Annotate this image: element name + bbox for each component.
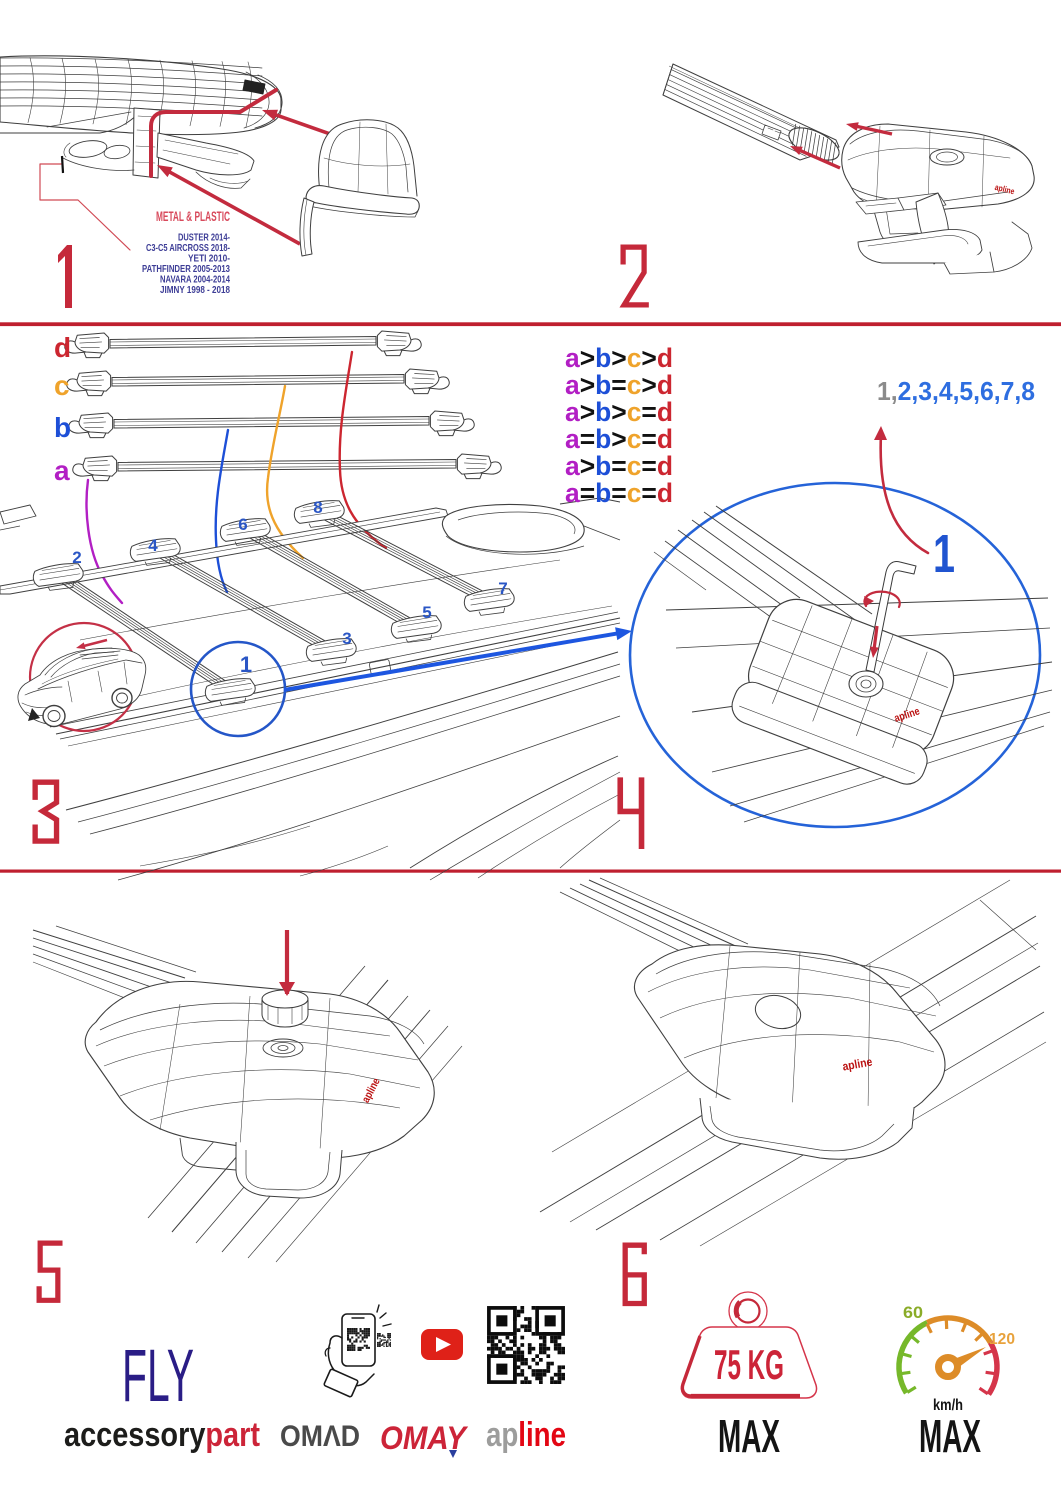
svg-text:NAVARA 2004-2014: NAVARA 2004-2014 bbox=[160, 274, 230, 286]
svg-text:PATHFINDER 2005-2013: PATHFINDER 2005-2013 bbox=[142, 263, 230, 275]
svg-text:4: 4 bbox=[148, 536, 158, 555]
svg-text:apline: apline bbox=[486, 1416, 566, 1454]
svg-text:60: 60 bbox=[903, 1303, 923, 1322]
svg-text:a: a bbox=[54, 455, 70, 486]
svg-text:JIMNY 1998 - 2018: JIMNY 1998 - 2018 bbox=[160, 284, 230, 296]
svg-text:accessorypart: accessorypart bbox=[64, 1416, 260, 1454]
svg-text:DUSTER 2014-: DUSTER 2014- bbox=[178, 232, 230, 244]
svg-text:2: 2 bbox=[72, 548, 81, 567]
svg-text:a>b=c>d: a>b=c>d bbox=[565, 370, 673, 400]
svg-text:MAX: MAX bbox=[718, 1410, 780, 1462]
svg-text:a>b>c=d: a>b>c=d bbox=[565, 397, 673, 427]
svg-text:a>b=c=d: a>b=c=d bbox=[565, 451, 673, 481]
svg-text:3: 3 bbox=[342, 629, 351, 648]
svg-text:1: 1 bbox=[240, 652, 252, 677]
svg-text:75 KG: 75 KG bbox=[714, 1341, 784, 1388]
svg-text:YETI 2010-: YETI 2010- bbox=[188, 253, 230, 265]
svg-text:7: 7 bbox=[498, 579, 507, 598]
svg-text:km/h: km/h bbox=[933, 1397, 963, 1414]
svg-text:apline: apline bbox=[841, 1055, 873, 1074]
svg-text:b: b bbox=[54, 412, 71, 443]
svg-text:5: 5 bbox=[422, 603, 431, 622]
svg-text:OMΛD: OMΛD bbox=[280, 1420, 360, 1453]
svg-text:FLY: FLY bbox=[122, 1334, 194, 1417]
svg-text:6: 6 bbox=[238, 515, 247, 534]
svg-text:120: 120 bbox=[989, 1331, 1015, 1348]
svg-text:8: 8 bbox=[313, 498, 322, 517]
svg-text:1: 1 bbox=[933, 524, 955, 584]
svg-text:c: c bbox=[54, 370, 70, 401]
svg-text:d: d bbox=[54, 332, 71, 363]
svg-text:METAL & PLASTIC: METAL & PLASTIC bbox=[156, 209, 230, 224]
svg-text:apline: apline bbox=[994, 182, 1016, 197]
svg-text:C3-C5 AIRCROSS 2018-: C3-C5 AIRCROSS 2018- bbox=[146, 242, 230, 254]
svg-text:a=b=c=d: a=b=c=d bbox=[565, 478, 673, 508]
svg-text:1,2,3,4,5,6,7,8: 1,2,3,4,5,6,7,8 bbox=[877, 376, 1035, 406]
svg-text:MAX: MAX bbox=[919, 1410, 981, 1462]
svg-text:a=b>c=d: a=b>c=d bbox=[565, 424, 673, 454]
svg-text:a>b>c>d: a>b>c>d bbox=[565, 343, 673, 373]
